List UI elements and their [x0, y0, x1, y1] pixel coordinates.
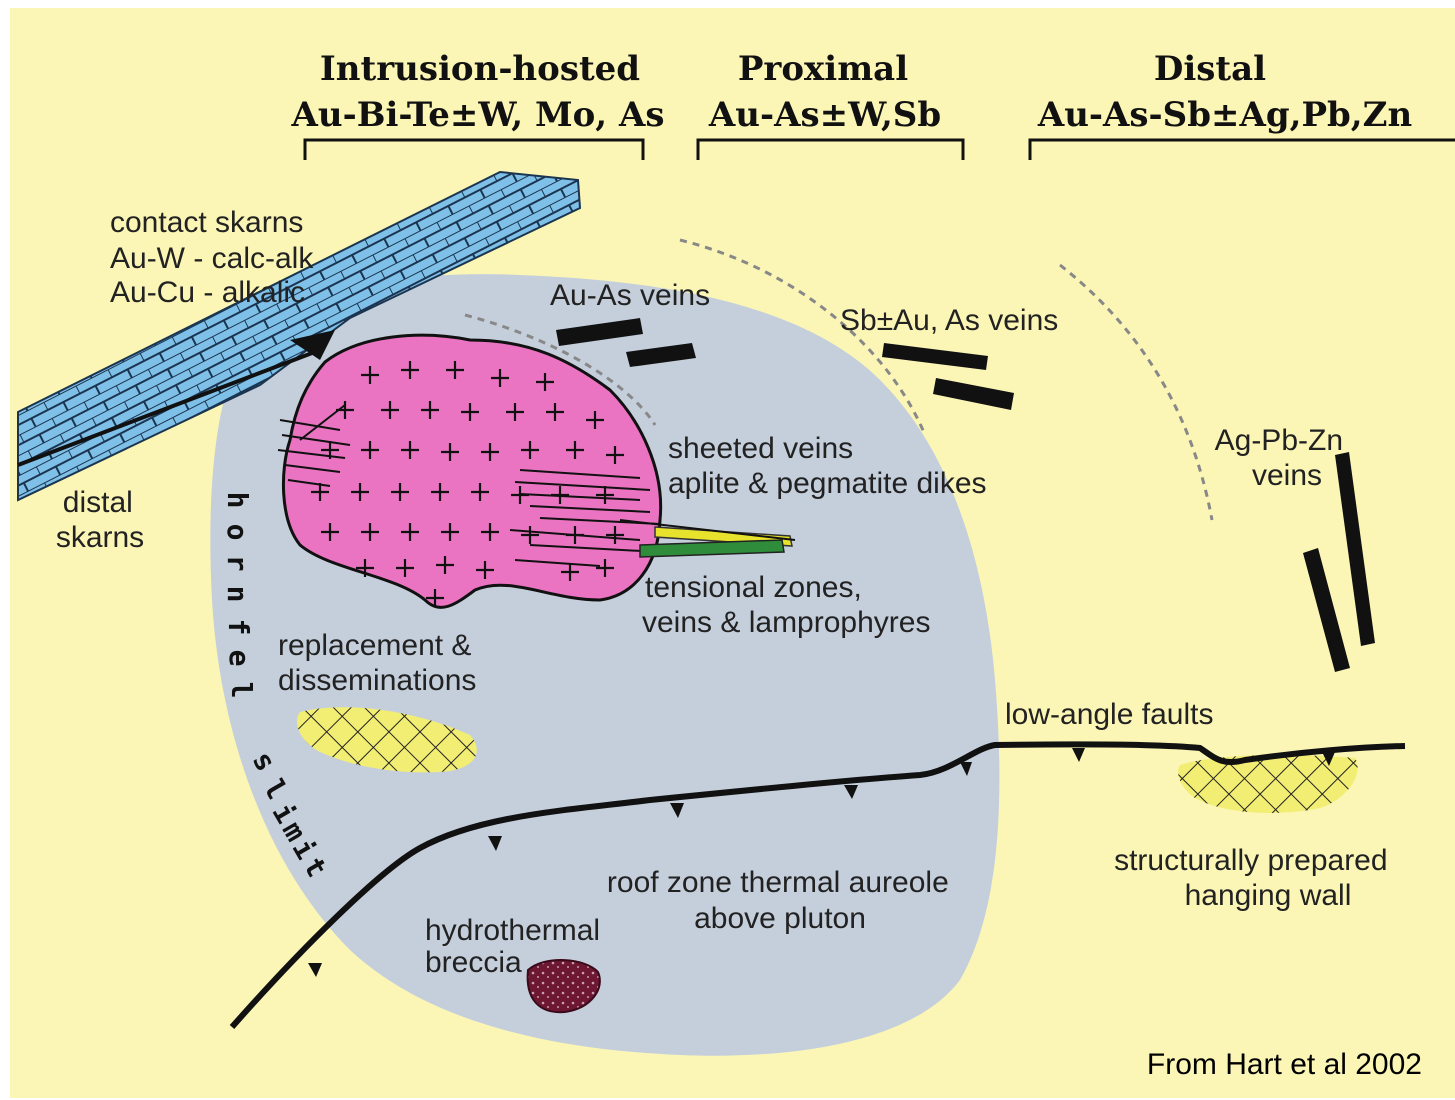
proximal-zone-title: Proximal — [738, 49, 908, 89]
low-angle-faults-label: low-angle faults — [1005, 698, 1213, 731]
hornfels-letter: e — [223, 650, 256, 667]
distal-zone-subtitle: Au-As-Sb±Ag,Pb,Zn — [1037, 95, 1412, 135]
hornfels-letter: l — [225, 682, 258, 699]
intrusion-zone-title: Intrusion-hosted — [320, 49, 640, 89]
distal-zone-title: Distal — [1154, 49, 1266, 89]
source-credit: From Hart et al 2002 — [1147, 1048, 1422, 1081]
hornfels-letter: o — [221, 524, 254, 541]
contact-skarns-label: contact skarns Au-W - calc-alk Au-Cu - a… — [110, 206, 322, 309]
hornfels-letter: h — [221, 492, 254, 509]
sb-au-veins-label: Sb±Au, As veins — [840, 304, 1058, 337]
hornfels-letter: f — [222, 619, 255, 636]
proximal-zone-subtitle: Au-As±W,Sb — [708, 95, 941, 135]
hornfels-letter: n — [221, 586, 254, 603]
hornfels-letter: r — [221, 555, 254, 572]
au-as-veins-label: Au-As veins — [550, 279, 710, 312]
intrusion-zone-subtitle: Au-Bi-Te±W, Mo, As — [291, 95, 665, 135]
